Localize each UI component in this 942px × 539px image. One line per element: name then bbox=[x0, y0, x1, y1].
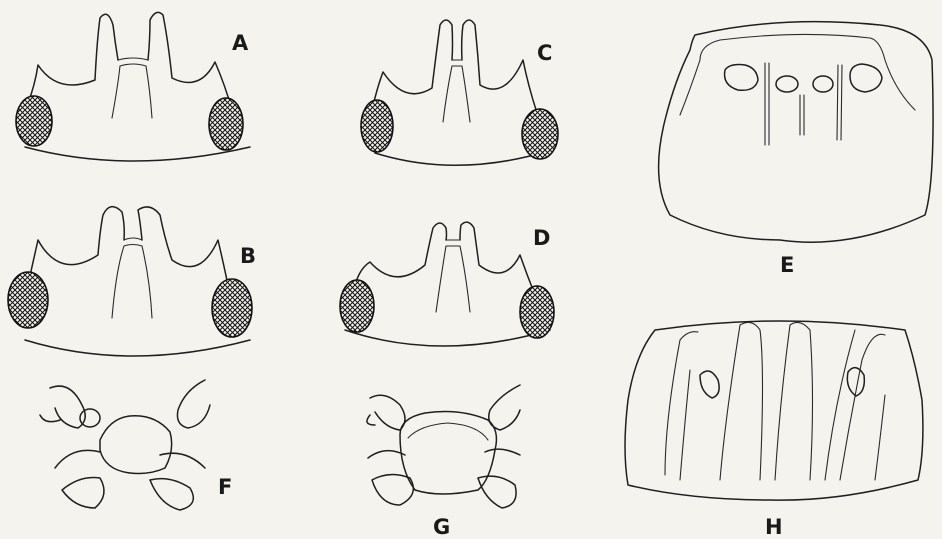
panel-e-outline bbox=[659, 22, 933, 243]
panel-h-left-eye bbox=[700, 371, 719, 398]
panel-g-lower-left-leg bbox=[368, 451, 413, 505]
panel-e-median-eye-right bbox=[813, 76, 833, 92]
panel-b-left-eye bbox=[8, 272, 48, 328]
panel-f-upper-right-leg bbox=[177, 380, 210, 428]
panel-a-right-eye bbox=[209, 98, 243, 150]
panel-d-label: D bbox=[533, 226, 550, 250]
panel-g-upper-left-leg bbox=[367, 395, 405, 430]
panel-e-inner-rim bbox=[680, 34, 915, 115]
panel-a-label: A bbox=[232, 31, 249, 55]
panel-e-median-eye-left bbox=[776, 76, 798, 92]
panel-f-lower-right-leg bbox=[150, 453, 205, 510]
panel-g-plate-inner bbox=[408, 423, 488, 440]
panel-g-label: G bbox=[433, 515, 450, 539]
panel-c-median-ridge bbox=[443, 60, 470, 122]
panel-d-median-ridge bbox=[436, 240, 470, 312]
panel-h-label: H bbox=[765, 515, 783, 539]
panel-a-median-ridge bbox=[112, 58, 152, 118]
panel-b-median-ridge bbox=[112, 238, 152, 318]
panel-f-upper-left-coxa bbox=[80, 409, 100, 427]
panel-h-ridges bbox=[665, 322, 885, 480]
panel-h: H bbox=[625, 321, 923, 539]
panel-g-lower-right-leg bbox=[478, 449, 520, 508]
panel-e-grooves bbox=[765, 63, 842, 145]
panel-d-outline bbox=[345, 222, 550, 346]
panel-f-lower-left-leg bbox=[55, 450, 104, 508]
panel-f-central-plate bbox=[100, 416, 172, 474]
panel-e-label: E bbox=[780, 253, 794, 277]
panel-c-outline bbox=[372, 20, 545, 165]
panel-h-outline bbox=[625, 321, 923, 500]
panel-d-right-eye bbox=[520, 286, 554, 338]
panel-c-right-eye bbox=[522, 109, 558, 159]
panel-a-left-eye bbox=[16, 96, 52, 146]
panel-g: G bbox=[367, 385, 520, 539]
panel-g-upper-right-leg bbox=[489, 385, 520, 430]
panel-e: E bbox=[659, 22, 933, 277]
panel-a: A bbox=[16, 12, 250, 161]
panel-f-upper-left-leg bbox=[40, 386, 85, 428]
panel-c: C bbox=[361, 20, 558, 165]
panel-f-label: F bbox=[218, 475, 232, 499]
panel-g-central-plate bbox=[400, 412, 496, 494]
panel-c-left-eye bbox=[361, 100, 393, 152]
panel-b-outline bbox=[25, 207, 250, 356]
panel-b: B bbox=[8, 207, 256, 356]
panel-d-left-eye bbox=[340, 280, 374, 332]
panel-d: D bbox=[340, 222, 554, 346]
panel-e-left-eye bbox=[725, 65, 758, 91]
panel-f: F bbox=[40, 380, 232, 510]
panel-c-label: C bbox=[537, 41, 552, 65]
panel-b-label: B bbox=[240, 244, 256, 268]
panel-e-right-eye bbox=[850, 64, 882, 92]
panel-b-right-eye bbox=[212, 279, 252, 337]
